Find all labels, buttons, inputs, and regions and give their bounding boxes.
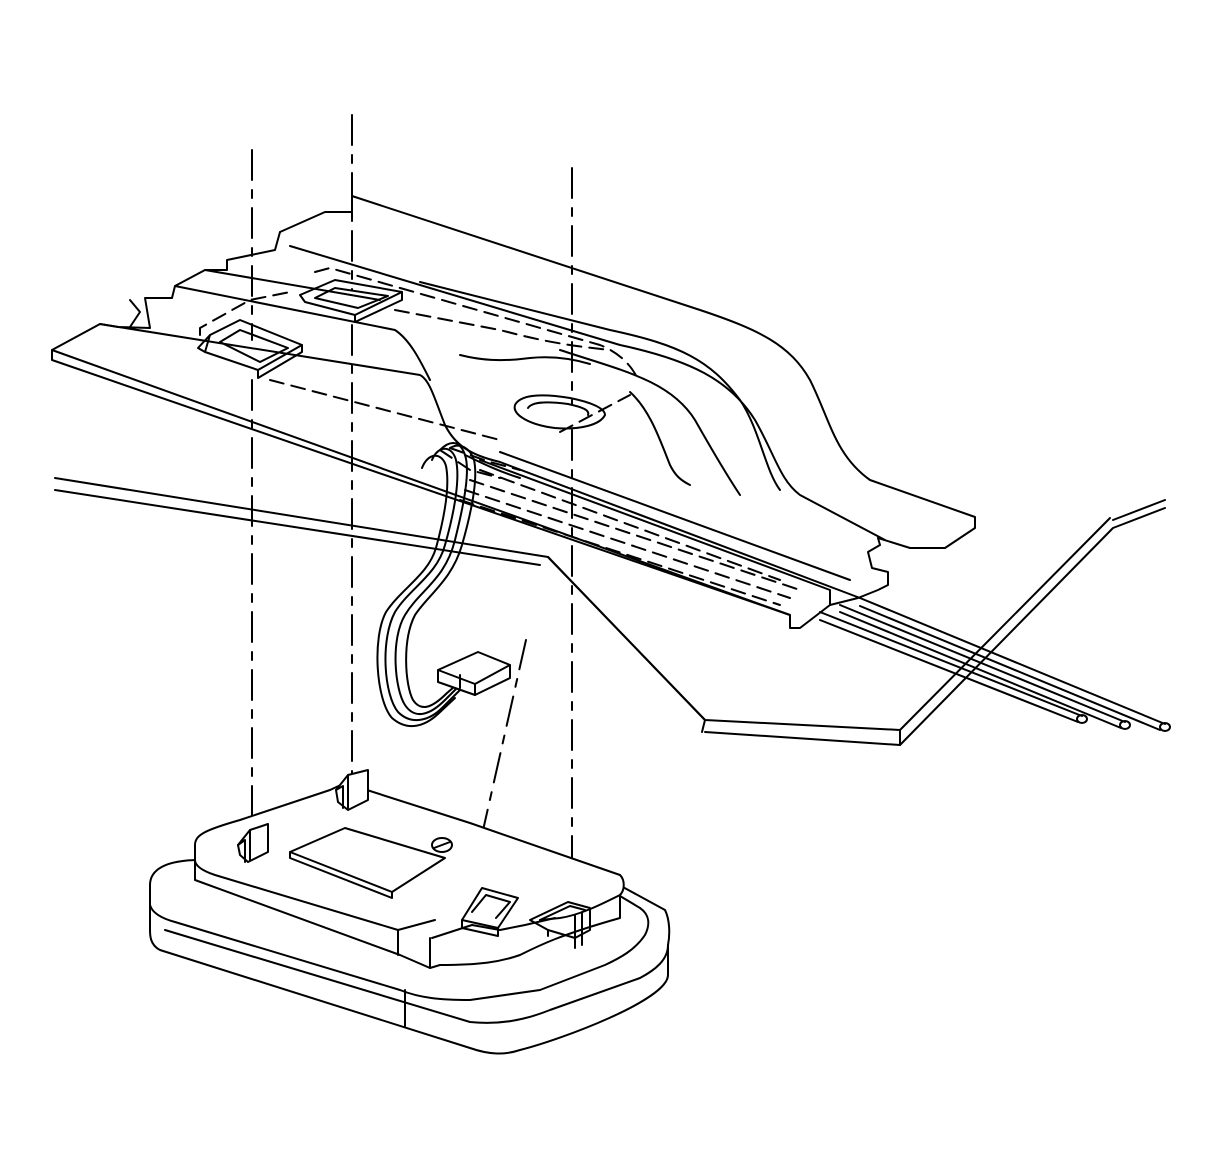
- harness-connector: [437, 651, 511, 696]
- mounting-slots: [197, 279, 606, 430]
- wiring-harness-right: [819, 597, 1171, 732]
- module-housing: [149, 782, 671, 1055]
- floor-panel-bracket: [51, 195, 976, 629]
- wiring-harness: [376, 442, 521, 728]
- module-mounting-tabs: [237, 769, 369, 863]
- alignment-guide-lines: [251, 114, 573, 911]
